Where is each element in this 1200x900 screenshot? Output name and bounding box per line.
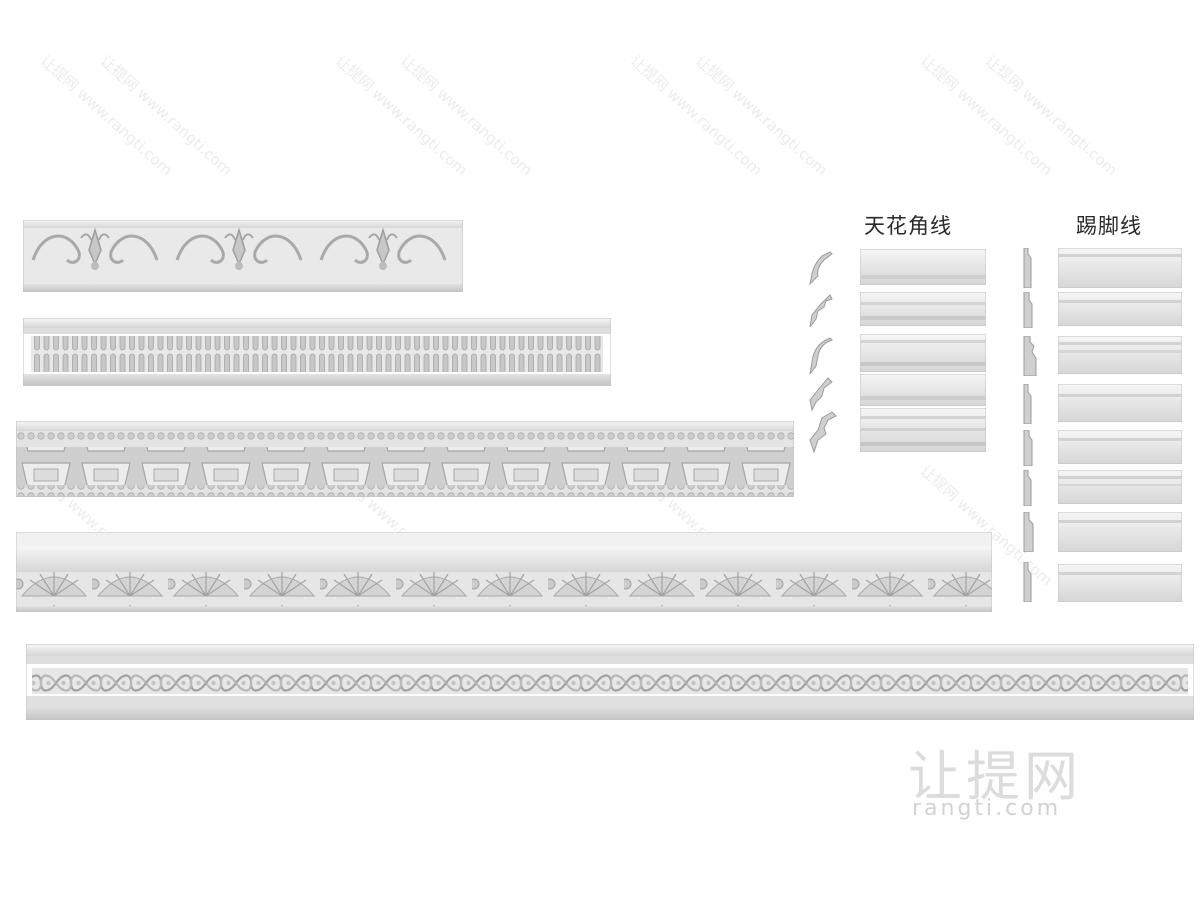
ceiling-molding-strip[interactable]: [860, 408, 986, 452]
baseboard-strip[interactable]: [1058, 248, 1182, 288]
ceiling-profile-icon: [809, 411, 837, 454]
baseboard-profile-icon: [1023, 512, 1034, 552]
ceiling-molding-strip[interactable]: [860, 334, 986, 372]
baseboard-strip[interactable]: [1058, 470, 1182, 504]
molding-twisted-rope[interactable]: [26, 644, 1194, 720]
baseboard-strip[interactable]: [1058, 384, 1182, 422]
ceiling-profile-icon: [809, 251, 833, 286]
baseboard-profile-icon: [1023, 248, 1032, 288]
ceiling-profile-icon: [809, 377, 833, 412]
watermark-en: rangti.com: [912, 796, 1062, 821]
baseboard-strip[interactable]: [1058, 292, 1182, 326]
baseboard-strip[interactable]: [1058, 564, 1182, 602]
molding-fluted[interactable]: [23, 318, 611, 386]
ceiling-molding-label: 天花角线: [864, 214, 952, 238]
ceiling-molding-strip[interactable]: [860, 292, 986, 326]
watermark-cn: 让提网: [908, 745, 1082, 808]
baseboard-strip[interactable]: [1058, 336, 1182, 374]
molding-dentil-cornice[interactable]: [16, 421, 794, 497]
molding-scroll-frieze[interactable]: [23, 220, 463, 292]
watermark-logo: 让提网 rangti.com: [908, 732, 1098, 832]
ceiling-profile-icon: [809, 337, 833, 375]
baseboard-profile-icon: [1023, 430, 1033, 466]
molding-fan-shell[interactable]: [16, 532, 992, 612]
baseboard-strip[interactable]: [1058, 512, 1182, 552]
baseboard-profile-icon: [1023, 562, 1032, 602]
ceiling-molding-strip[interactable]: [860, 374, 986, 406]
ceiling-molding-strip[interactable]: [860, 249, 986, 285]
baseboard-profile-icon: [1023, 292, 1033, 328]
baseboard-profile-icon: [1023, 470, 1032, 506]
baseboard-label: 踢脚线: [1076, 214, 1142, 238]
baseboard-strip[interactable]: [1058, 430, 1182, 464]
baseboard-profile-icon: [1023, 384, 1032, 424]
ceiling-profile-icon: [809, 294, 833, 328]
baseboard-profile-icon: [1023, 336, 1037, 376]
